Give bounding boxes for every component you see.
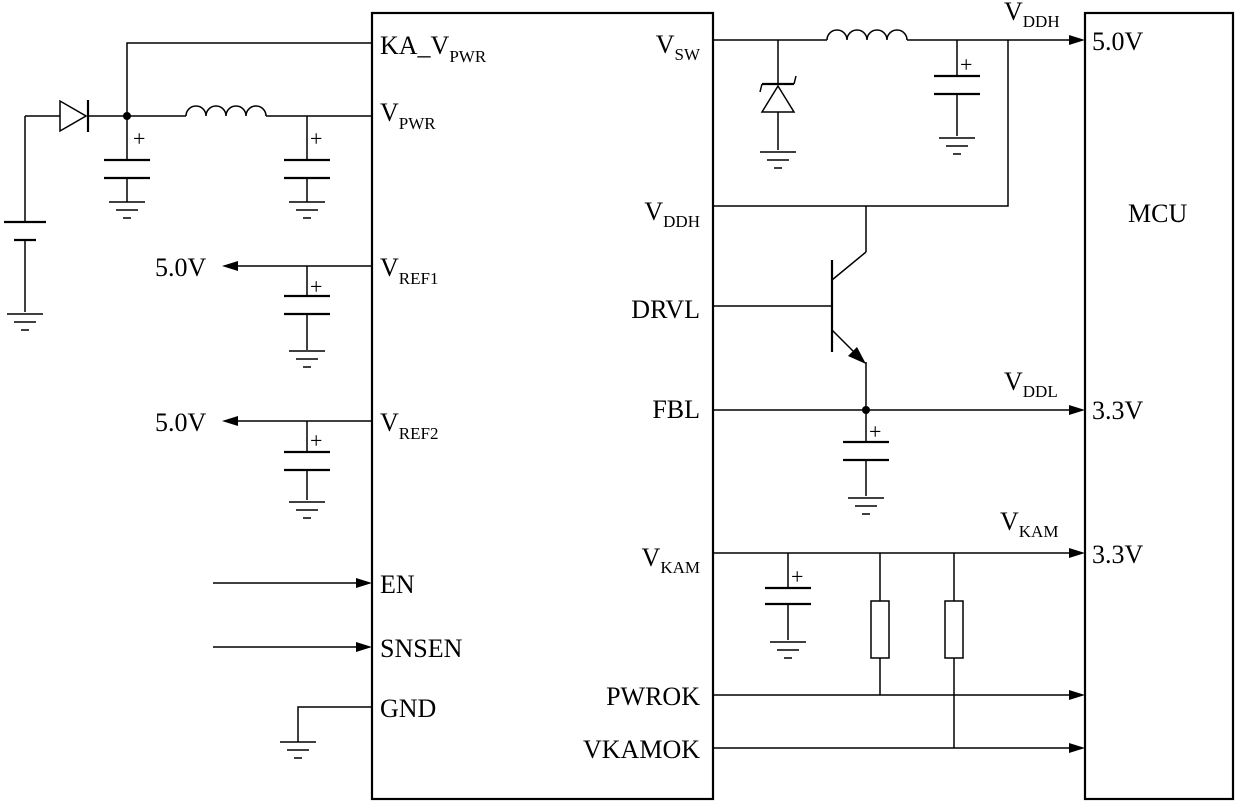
plus-sign: + — [310, 126, 322, 151]
plus-sign: + — [960, 52, 972, 77]
mcu-input-vddh-voltage: 5.0V — [1092, 27, 1144, 56]
input-capacitor-1: + — [104, 116, 150, 219]
input-inductor — [185, 105, 267, 117]
pin-label-ka-vpwr: KA_VPWR — [380, 31, 487, 66]
mcu-input-vkam-voltage: 3.3V — [1092, 540, 1144, 569]
plus-sign: + — [310, 274, 322, 299]
plus-sign: + — [791, 564, 803, 589]
vddl-capacitor: + — [843, 410, 889, 515]
pin-label-vsw: VSW — [656, 30, 701, 64]
pwrok-pullup-resistor — [870, 553, 890, 695]
pin-label-drvl: DRVL — [631, 295, 700, 324]
pin-label-gnd: GND — [380, 694, 436, 723]
input-capacitor-2: + — [284, 116, 330, 219]
pin-label-fbl: FBL — [652, 395, 700, 424]
freewheel-diode-symbol — [759, 40, 797, 169]
power-ic-box — [370, 11, 715, 801]
vkamok-pullup-resistor — [944, 553, 964, 748]
pin-label-pwrok: PWROK — [606, 682, 700, 711]
gnd-wire — [297, 706, 372, 742]
vref2-voltage-label: 5.0V — [155, 408, 207, 437]
battery-symbol — [4, 116, 46, 331]
pin-label-en: EN — [380, 570, 415, 599]
pin-label-snsen: SNSEN — [380, 634, 463, 663]
ka-vpwr-wire — [126, 42, 372, 116]
vddh-feedback-wire — [713, 40, 1009, 207]
plus-sign: + — [133, 126, 145, 151]
pin-label-vref1: VREF1 — [380, 253, 438, 288]
pin-label-vpwr: VPWR — [380, 98, 436, 133]
vref1-capacitor: + — [284, 266, 330, 368]
vkam-capacitor: + — [765, 553, 811, 659]
mcu-box — [1083, 11, 1235, 801]
vddh-capacitor: + — [934, 40, 980, 155]
mcu-label: MCU — [1128, 199, 1187, 228]
buck-inductor — [826, 29, 908, 41]
vref2-capacitor: + — [284, 421, 330, 519]
pin-label-vkamok: VKAMOK — [583, 735, 700, 764]
vddl-rail-label: VDDL — [1004, 367, 1058, 401]
vddh-rail-label: VDDH — [1004, 0, 1060, 31]
plus-sign: + — [310, 428, 322, 453]
vref1-voltage-label: 5.0V — [155, 253, 207, 282]
pin-label-vref2: VREF2 — [380, 408, 438, 443]
pin-label-vddh-in: VDDH — [644, 197, 700, 231]
pin-label-vkam: VKAM — [642, 543, 700, 577]
pass-transistor-symbol — [713, 206, 867, 410]
plus-sign: + — [869, 419, 881, 444]
mcu-input-vddl-voltage: 3.3V — [1092, 396, 1144, 425]
input-diode-symbol — [59, 99, 90, 133]
vkam-rail-label: VKAM — [1000, 507, 1058, 541]
